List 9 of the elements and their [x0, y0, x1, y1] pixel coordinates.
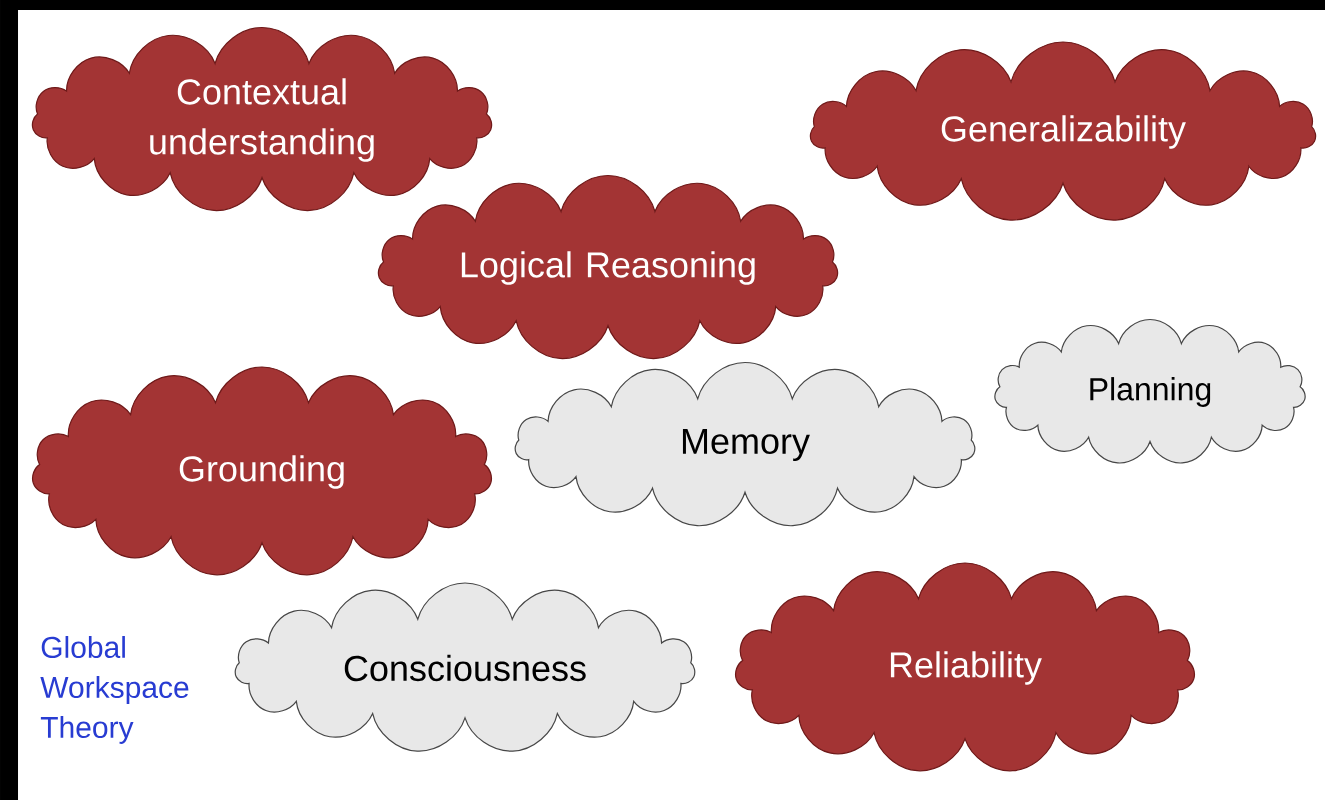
side-note: Global Workspace Theory [40, 636, 189, 744]
cloud: Consciousness [234, 582, 696, 752]
cloud: Planning [994, 318, 1306, 464]
cloud: Memory [514, 361, 976, 527]
cloud: Reliability [734, 562, 1196, 772]
cloud: Contextual understanding [31, 26, 493, 212]
cloud: Grounding [31, 366, 493, 576]
cloud: Logical Reasoning [377, 174, 839, 360]
cloud: Generalizability [809, 41, 1317, 221]
